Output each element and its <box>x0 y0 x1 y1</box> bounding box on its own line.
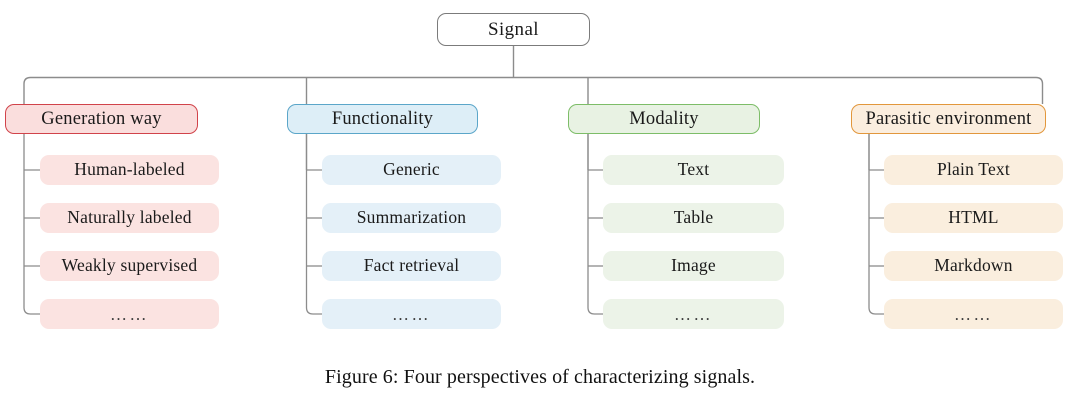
node-html[interactable]: HTML <box>884 203 1063 233</box>
node-parasitic-environment-more[interactable]: …… <box>884 299 1063 329</box>
node-header-functionality[interactable]: Functionality <box>287 104 478 134</box>
node-text[interactable]: Text <box>603 155 784 185</box>
node-summarization[interactable]: Summarization <box>322 203 501 233</box>
tree-connector-lines <box>23 46 1044 315</box>
spine-col1-d <box>23 266 40 315</box>
node-header-generation-way[interactable]: Generation way <box>5 104 198 134</box>
node-header-modality[interactable]: Modality <box>568 104 760 134</box>
node-naturally-labeled[interactable]: Naturally labeled <box>40 203 219 233</box>
node-weakly-supervised[interactable]: Weakly supervised <box>40 251 219 281</box>
node-signal-root[interactable]: Signal <box>437 13 590 46</box>
spine-col1-a <box>23 134 40 171</box>
spine-col2-d <box>305 134 322 315</box>
spine-col1-b <box>23 163 40 219</box>
spine-col1-c <box>23 218 40 267</box>
level1-bus <box>23 76 1044 104</box>
node-image[interactable]: Image <box>603 251 784 281</box>
node-modality-more[interactable]: …… <box>603 299 784 329</box>
node-plain-text[interactable]: Plain Text <box>884 155 1063 185</box>
spine-col2-a <box>305 134 322 171</box>
spine-col4-d <box>868 134 885 315</box>
node-generation-way-more[interactable]: …… <box>40 299 219 329</box>
node-generic[interactable]: Generic <box>322 155 501 185</box>
node-functionality-more[interactable]: …… <box>322 299 501 329</box>
node-markdown[interactable]: Markdown <box>884 251 1063 281</box>
figure-caption: Figure 6: Four perspectives of character… <box>324 366 756 388</box>
node-table[interactable]: Table <box>603 203 784 233</box>
spine-col3-a <box>587 134 604 171</box>
node-header-parasitic-environment[interactable]: Parasitic environment <box>851 104 1046 134</box>
node-human-labeled[interactable]: Human-labeled <box>40 155 219 185</box>
node-fact-retrieval[interactable]: Fact retrieval <box>322 251 501 281</box>
spine-col3-d <box>587 134 604 315</box>
spine-col4-a <box>868 134 885 171</box>
